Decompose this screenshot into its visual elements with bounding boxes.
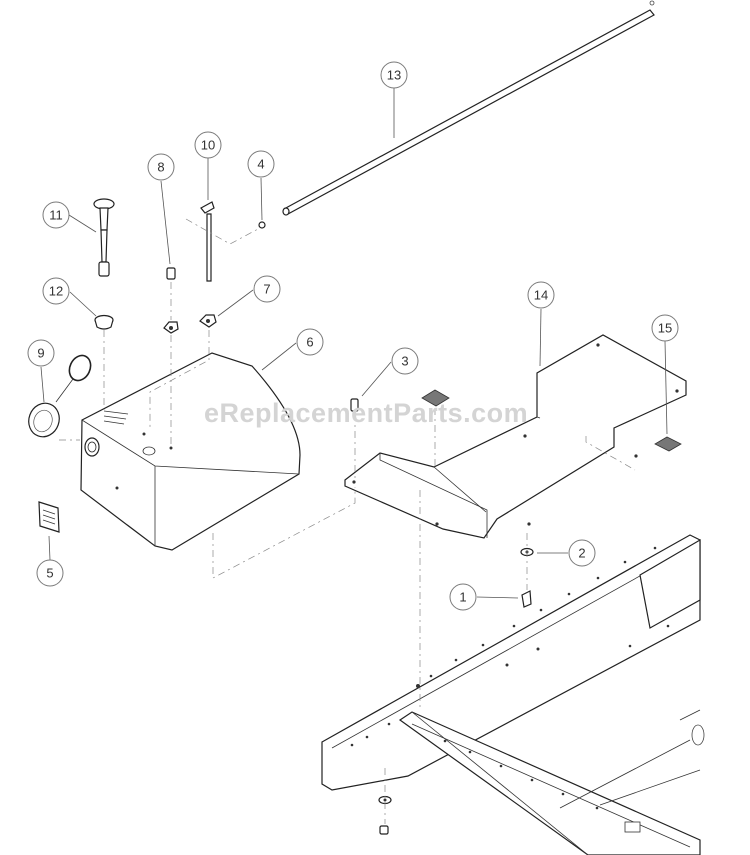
callout-10: 10 xyxy=(194,131,222,159)
watermark-text: eReplacementParts.com xyxy=(204,398,528,428)
svg-text:11: 11 xyxy=(49,208,63,223)
fuel-tank-part-6[interactable] xyxy=(80,352,301,551)
gauge-part-11[interactable] xyxy=(93,198,115,277)
assembly-lines xyxy=(59,218,636,824)
pad-part-15[interactable] xyxy=(421,389,682,452)
grommet-part-7[interactable] xyxy=(199,314,217,328)
callout-3: 3 xyxy=(391,347,419,375)
grommet-under-8[interactable] xyxy=(163,321,179,334)
svg-text:7: 7 xyxy=(263,282,270,297)
bolt-part-1[interactable] xyxy=(521,590,532,608)
svg-text:4: 4 xyxy=(257,157,264,172)
callout-9: 9 xyxy=(27,339,55,367)
leader-lines xyxy=(40,88,668,599)
callout-15: 15 xyxy=(651,314,679,342)
svg-text:14: 14 xyxy=(534,288,548,303)
svg-text:2: 2 xyxy=(578,546,585,561)
nut-part-4[interactable] xyxy=(258,221,266,229)
chassis-frame xyxy=(321,534,705,855)
bracket-part-14[interactable] xyxy=(344,334,687,539)
nut-bottom[interactable] xyxy=(379,825,389,835)
rod-part-13[interactable] xyxy=(282,0,655,216)
decal-part-5[interactable] xyxy=(38,501,60,533)
callout-11: 11 xyxy=(42,201,70,229)
svg-text:10: 10 xyxy=(201,138,215,153)
callout-12: 12 xyxy=(42,277,70,305)
callout-2: 2 xyxy=(568,539,596,567)
bushing-part-8[interactable] xyxy=(166,267,176,280)
callout-7: 7 xyxy=(253,275,281,303)
svg-text:1: 1 xyxy=(459,590,466,605)
callout-4: 4 xyxy=(247,150,275,178)
svg-text:9: 9 xyxy=(37,346,44,361)
cap-part-9[interactable] xyxy=(24,352,94,441)
callout-5: 5 xyxy=(36,559,64,587)
callout-14: 14 xyxy=(527,281,555,309)
svg-text:6: 6 xyxy=(306,335,313,350)
callout-6: 6 xyxy=(296,328,324,356)
vent-tube-part-10[interactable] xyxy=(200,201,215,282)
callout-1: 1 xyxy=(449,583,477,611)
svg-text:8: 8 xyxy=(157,160,164,175)
svg-text:13: 13 xyxy=(387,68,401,83)
svg-text:3: 3 xyxy=(401,354,408,369)
svg-text:15: 15 xyxy=(658,321,672,336)
svg-text:12: 12 xyxy=(49,284,63,299)
callout-8: 8 xyxy=(147,153,175,181)
callout-13: 13 xyxy=(380,61,408,89)
bolt-part-3[interactable] xyxy=(350,398,359,412)
svg-text:5: 5 xyxy=(46,566,53,581)
grommet-part-12[interactable] xyxy=(94,314,114,330)
